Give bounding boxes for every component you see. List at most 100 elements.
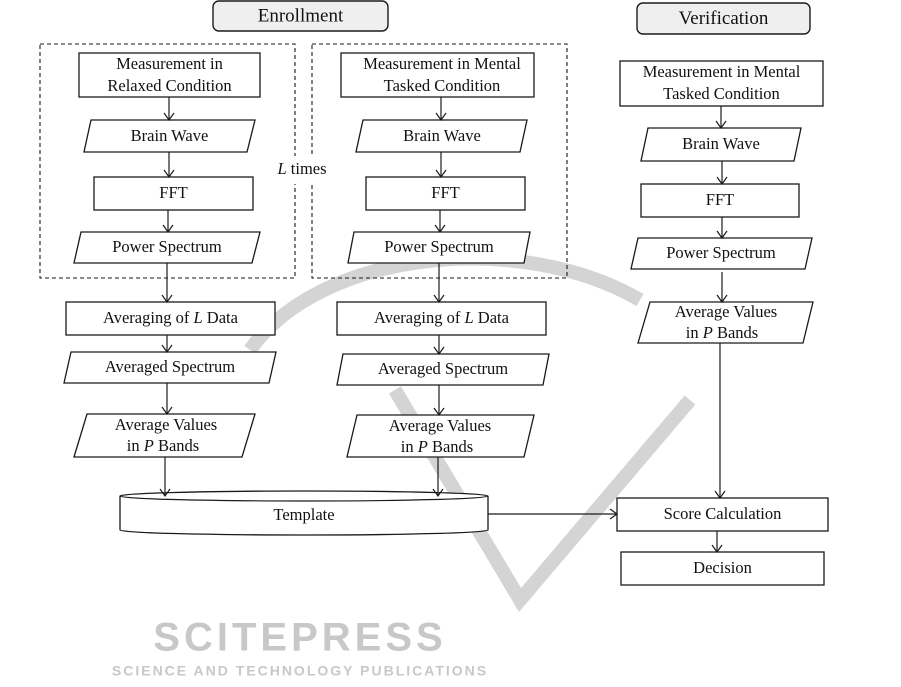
tasked-averaging-label: Averaging of L Data xyxy=(374,308,510,327)
tasked-averaging-box xyxy=(336,301,547,336)
verification-header-box xyxy=(636,2,811,35)
relaxed-av-var: P xyxy=(143,436,154,455)
relaxed-averaging-box xyxy=(65,301,276,336)
watermark-sub-text: SCIENCE AND TECHNOLOGY PUBLICATIONS xyxy=(112,663,488,679)
verification-fft-node: FFT xyxy=(640,183,800,218)
arrowhead-icon xyxy=(161,294,173,304)
arrowhead-icon xyxy=(609,508,619,520)
arrowhead-icon xyxy=(715,120,727,130)
verification-fft-label: FFT xyxy=(706,190,734,209)
arrowhead-icon xyxy=(711,544,723,554)
relaxed-power-spectrum-node: Power Spectrum xyxy=(73,231,261,264)
relaxed-av-pre: in xyxy=(127,436,144,455)
verification-measurement-node: Measurement in Mental Tasked Condition xyxy=(619,60,824,107)
tasked-average-values-line2: in P Bands xyxy=(401,437,473,456)
relaxed-averaging-pre: Averaging of xyxy=(103,308,193,327)
relaxed-averaged-spectrum-label: Averaged Spectrum xyxy=(105,357,235,376)
edges xyxy=(159,97,728,554)
verification-measurement-line1: Measurement in Mental xyxy=(643,62,801,81)
relaxed-averaged-spectrum-node: Averaged Spectrum xyxy=(63,351,277,384)
arrowhead-icon xyxy=(433,407,445,417)
arrowhead-icon xyxy=(432,488,444,498)
verification-fft-box xyxy=(640,183,800,218)
enrollment-header: Enrollment xyxy=(212,0,389,32)
template-cylinder-shape xyxy=(119,490,489,536)
verification-av-post: Bands xyxy=(713,323,758,342)
loop-count-label: L times xyxy=(276,159,326,178)
tasked-averaged-spectrum-shape xyxy=(336,353,550,386)
template-datastore-node: Template xyxy=(119,490,489,536)
arrowhead-icon xyxy=(714,490,726,500)
relaxed-av-post: Bands xyxy=(154,436,199,455)
score-calculation-label: Score Calculation xyxy=(664,504,782,523)
arrowhead-icon xyxy=(163,112,175,122)
arrowhead-icon xyxy=(161,344,173,354)
arrowhead-icon xyxy=(163,169,175,179)
template-label: Template xyxy=(273,505,334,524)
verification-measurement-box xyxy=(619,60,824,107)
relaxed-brain-wave-node: Brain Wave xyxy=(83,119,256,153)
tasked-averaged-spectrum-label: Averaged Spectrum xyxy=(378,359,508,378)
relaxed-power-spectrum-shape xyxy=(73,231,261,264)
verification-average-values-line2: in P Bands xyxy=(686,323,758,342)
relaxed-power-spectrum-label: Power Spectrum xyxy=(112,237,222,256)
tasked-brain-wave-label: Brain Wave xyxy=(403,126,481,145)
tasked-measurement-line1: Measurement in Mental xyxy=(363,54,521,73)
arrowhead-icon xyxy=(716,294,728,304)
arrowhead-icon xyxy=(434,224,446,234)
verification-header: Verification xyxy=(636,2,811,35)
tasked-brain-wave-shape xyxy=(355,119,528,153)
tasked-average-values-line1: Average Values xyxy=(389,416,491,435)
verification-brain-wave-label: Brain Wave xyxy=(682,134,760,153)
arrowhead-icon xyxy=(162,224,174,234)
tasked-brain-wave-node: Brain Wave xyxy=(355,119,528,153)
verification-av-var: P xyxy=(702,323,713,342)
watermark: SCITEPRESS SCIENCE AND TECHNOLOGY PUBLIC… xyxy=(112,251,696,679)
relaxed-average-values-line1: Average Values xyxy=(115,415,217,434)
arrowhead-icon xyxy=(716,176,728,186)
arrowhead-icon xyxy=(433,346,445,356)
arrowhead-icon xyxy=(433,294,445,304)
verification-brain-wave-node: Brain Wave xyxy=(640,127,802,162)
loop-label-gap xyxy=(270,156,336,184)
tasked-av-post: Bands xyxy=(428,437,473,456)
tasked-power-spectrum-node: Power Spectrum xyxy=(347,231,531,264)
verification-brain-wave-shape xyxy=(640,127,802,162)
relaxed-fft-label: FFT xyxy=(159,183,187,202)
score-calculation-node: Score Calculation xyxy=(616,497,829,532)
tasked-averaging-var: L xyxy=(463,308,473,327)
verification-power-spectrum-node: Power Spectrum xyxy=(630,237,813,270)
watermark-main-text: SCITEPRESS xyxy=(153,616,446,660)
tasked-averaging-post: Data xyxy=(474,308,510,327)
relaxed-fft-box xyxy=(93,176,254,211)
decision-label: Decision xyxy=(693,558,752,577)
tasked-measurement-box xyxy=(340,52,535,98)
verification-header-label: Verification xyxy=(679,8,769,29)
tasked-measurement-node: Measurement in Mental Tasked Condition xyxy=(340,52,535,98)
arrowhead-icon xyxy=(159,488,171,498)
tasked-averaging-node: Averaging of L Data xyxy=(336,301,547,336)
verification-measurement-line2: Tasked Condition xyxy=(663,84,780,103)
tasked-average-values-node: Average Values in P Bands xyxy=(346,414,535,458)
tasked-power-spectrum-label: Power Spectrum xyxy=(384,237,494,256)
relaxed-measurement-line1: Measurement in xyxy=(116,54,223,73)
tasked-power-spectrum-shape xyxy=(347,231,531,264)
enrollment-header-label: Enrollment xyxy=(258,5,344,26)
tasked-fft-node: FFT xyxy=(365,176,526,211)
loop-var: L xyxy=(276,159,286,178)
relaxed-brain-wave-label: Brain Wave xyxy=(131,126,209,145)
tasked-av-pre: in xyxy=(401,437,418,456)
tasked-averaged-spectrum-node: Averaged Spectrum xyxy=(336,353,550,386)
verification-power-spectrum-label: Power Spectrum xyxy=(666,243,776,262)
verification-average-values-line1: Average Values xyxy=(675,302,777,321)
decision-box xyxy=(620,551,825,586)
verification-average-values-shape xyxy=(637,301,814,344)
relaxed-average-values-node: Average Values in P Bands xyxy=(73,413,256,458)
relaxed-averaging-var: L xyxy=(192,308,202,327)
template-cylinder-rim xyxy=(119,495,489,502)
relaxed-averaging-post: Data xyxy=(203,308,239,327)
enrollment-header-box xyxy=(212,0,389,32)
tasked-averaging-pre: Averaging of xyxy=(374,308,464,327)
arrowhead-icon xyxy=(435,112,447,122)
